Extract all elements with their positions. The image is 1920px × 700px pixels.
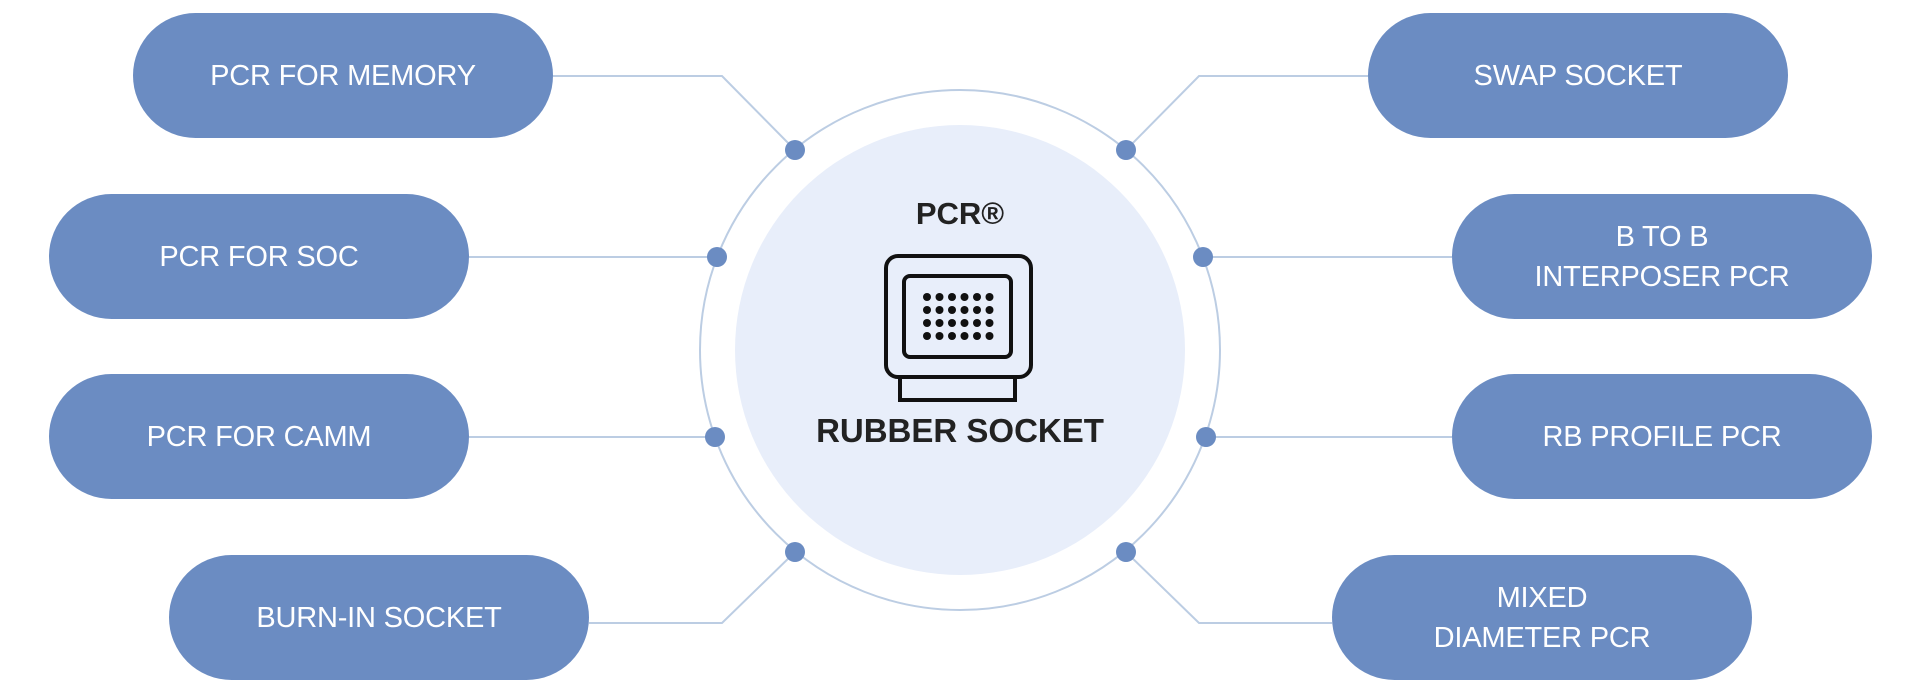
socket-pin (935, 293, 944, 301)
node-dot (705, 427, 725, 447)
outer-ring (699, 89, 1221, 611)
node-b-to-b-interposer-pcr[interactable]: B TO B INTERPOSER PCR (1452, 194, 1872, 319)
node-pcr-for-memory[interactable]: PCR FOR MEMORY (133, 13, 553, 138)
socket-pin (985, 332, 994, 340)
socket-pin (948, 319, 956, 327)
hub-brand-label: PCR® (915, 196, 1005, 231)
hub-title: RUBBER SOCKET (816, 412, 1104, 449)
socket-pin (973, 332, 981, 340)
socket-pin (935, 332, 944, 340)
socket-pin (948, 293, 956, 301)
socket-pin (973, 319, 981, 327)
socket-pin (985, 306, 994, 314)
node-burn-in-socket[interactable]: BURN-IN SOCKET (169, 555, 589, 680)
socket-pin (935, 306, 944, 314)
node-mixed-diameter-pcr[interactable]: MIXED DIAMETER PCR (1332, 555, 1752, 680)
node-dot (1196, 427, 1216, 447)
socket-pin (923, 332, 931, 340)
connector-swap (1125, 75, 1368, 151)
socket-pin (923, 306, 931, 314)
connector-burn-in (589, 551, 796, 624)
socket-pin (948, 332, 956, 340)
socket-pin (960, 319, 969, 327)
socket-pin (948, 306, 956, 314)
node-dot (785, 542, 805, 562)
socket-pin (923, 319, 931, 327)
node-dot (1193, 247, 1213, 267)
node-pcr-for-camm[interactable]: PCR FOR CAMM (49, 374, 469, 499)
socket-pin (985, 319, 994, 327)
socket-pin (973, 293, 981, 301)
pin-grid (923, 293, 994, 340)
socket-pin (960, 293, 969, 301)
socket-pin (960, 306, 969, 314)
node-swap-socket[interactable]: SWAP SOCKET (1368, 13, 1788, 138)
node-rb-profile-pcr[interactable]: RB PROFILE PCR (1452, 374, 1872, 499)
socket-pin (985, 293, 994, 301)
node-dot (1116, 542, 1136, 562)
rubber-socket-icon (884, 254, 1033, 402)
node-dot (707, 247, 727, 267)
socket-pin (935, 319, 944, 327)
socket-pin (960, 332, 969, 340)
connector-mixed (1125, 551, 1332, 624)
node-pcr-for-soc[interactable]: PCR FOR SOC (49, 194, 469, 319)
socket-pin (923, 293, 931, 301)
node-dot (1116, 140, 1136, 160)
socket-pin (973, 306, 981, 314)
node-dot (785, 140, 805, 160)
connector-memory (553, 75, 796, 151)
